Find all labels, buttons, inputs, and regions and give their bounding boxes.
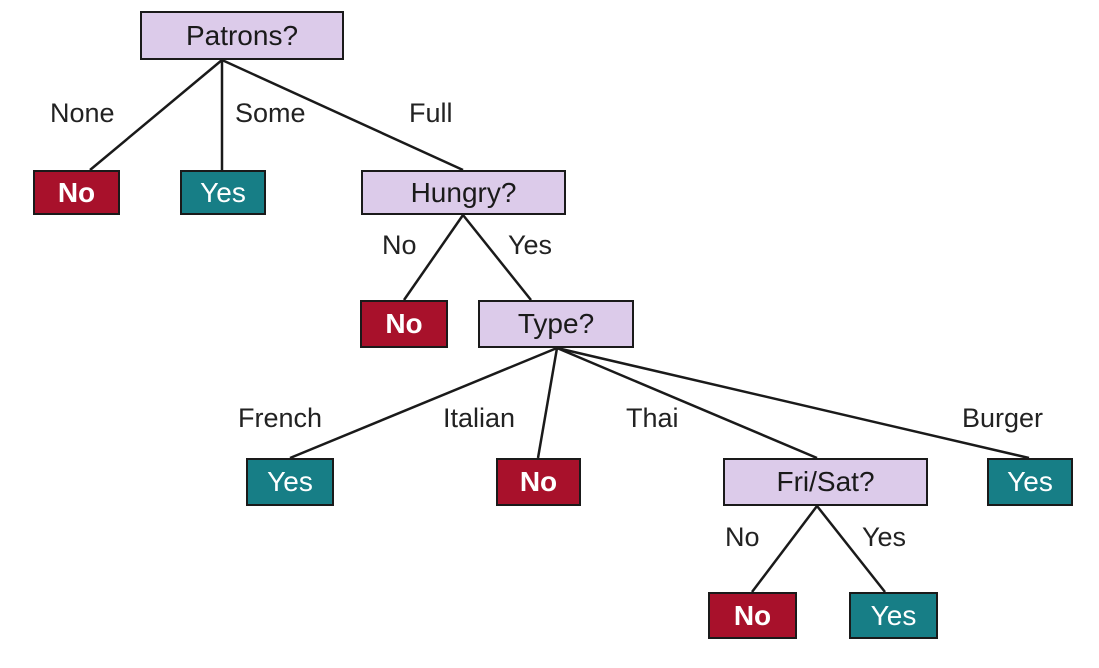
edge-label-hungry-yes: Yes	[508, 230, 553, 260]
edge-label-french: French	[238, 403, 323, 433]
edge-type-thai	[556, 346, 818, 460]
leaf-frisat-yes: Yes	[849, 592, 938, 639]
edge-label-hungry-no: No	[382, 230, 417, 260]
leaf-type-burger-yes: Yes	[987, 458, 1073, 506]
leaf-type-french-yes: Yes	[246, 458, 334, 506]
edge-label-burger: Burger	[962, 403, 1044, 433]
node-hungry: Hungry?	[361, 170, 566, 215]
node-frisat: Fri/Sat?	[723, 458, 928, 506]
node-patrons: Patrons?	[140, 11, 344, 60]
edge-type-burger	[556, 346, 1030, 460]
leaf-type-italian-no: No	[496, 458, 581, 506]
leaf-patrons-none-no: No	[33, 170, 120, 215]
edge-label-some: Some	[235, 98, 306, 128]
edge-label-thai: Thai	[626, 403, 679, 433]
edge-label-none: None	[50, 98, 115, 128]
node-type: Type?	[478, 300, 634, 348]
leaf-frisat-no: No	[708, 592, 797, 639]
edge-label-frisat-yes: Yes	[862, 522, 907, 552]
edge-type-italian	[536, 347, 559, 459]
leaf-hungry-no: No	[360, 300, 448, 348]
edge-frisat-no	[751, 505, 818, 593]
edge-patrons-full	[221, 58, 464, 172]
edge-frisat-yes	[816, 505, 886, 593]
edge-type-french	[289, 346, 558, 460]
edge-patrons-none	[89, 59, 223, 171]
edge-label-italian: Italian	[443, 403, 516, 433]
edge-hungry-no	[402, 214, 465, 301]
edge-label-full: Full	[409, 98, 453, 128]
leaf-patrons-some-yes: Yes	[180, 170, 266, 215]
edge-hungry-yes	[462, 214, 532, 301]
edge-label-frisat-no: No	[725, 522, 760, 552]
